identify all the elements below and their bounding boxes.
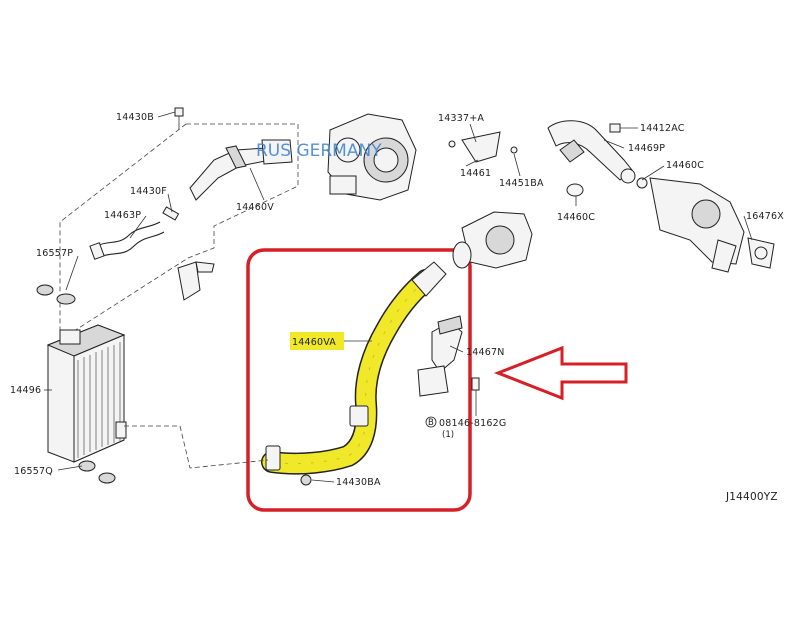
watermark: RUS GERMANY [256,141,382,161]
label-08146-qty: (1) [442,430,454,440]
label-14460c-left: 14460C [557,212,595,223]
diagram-code: J14400YZ [725,491,778,503]
label-14412ac: 14412AC [640,123,685,134]
label-14430f: 14430F [130,186,167,197]
bolt-08146-8162g [471,377,480,391]
bracket-14467n [417,315,463,397]
bracket-14461 [448,131,518,163]
leader-lines [44,111,753,483]
hose-14463p [89,221,165,260]
gasket-16476x [747,237,775,269]
nut-14430ba [300,474,312,486]
pointer-arrow [493,345,628,401]
label-14430b: 14430B [116,112,154,123]
bolt-14412ac [609,123,621,133]
link-line [124,425,269,469]
label-14469p: 14469P [628,143,665,154]
label-14451ba: 14451BA [499,178,544,189]
highlight-frame [246,248,472,512]
label-14463p: 14463P [104,210,141,221]
grommet-16557p [36,284,76,305]
grommet-16557q [78,460,116,484]
label-14460va: 14460VA [292,337,336,348]
highlight-14460va [290,332,344,350]
label-08146: 08146-8162G [439,418,506,429]
hose-14460va [261,261,447,475]
oring-14460c-left [566,183,584,197]
label-16557q: 16557Q [14,466,53,477]
label-08146-group: B 08146-8162G (1) [425,416,506,440]
intercooler [46,324,127,463]
label-14460v: 14460V [236,202,274,213]
duct-14460v [189,139,293,201]
clamp-14430f [162,206,180,221]
intake-manifold [649,177,745,273]
bolt-14430b [174,107,184,130]
label-14430ba: 14430BA [336,477,381,488]
label-14461: 14461 [460,168,491,179]
label-14460c-right: 14460C [666,160,704,171]
group-outline-left [59,123,299,341]
label-16476x: 16476X [746,211,784,222]
pipe-14469p [547,120,636,184]
throttle-body [452,211,533,269]
label-14337a: 14337+A [438,113,484,124]
label-16557p: 16557P [36,248,73,259]
label-14467n: 14467N [466,347,505,358]
oring-14460c-right [636,177,648,189]
label-14496: 14496 [10,385,41,396]
label-08146-prefix: B [428,418,434,428]
bracket-left [177,261,215,301]
turbocharger [327,113,417,201]
